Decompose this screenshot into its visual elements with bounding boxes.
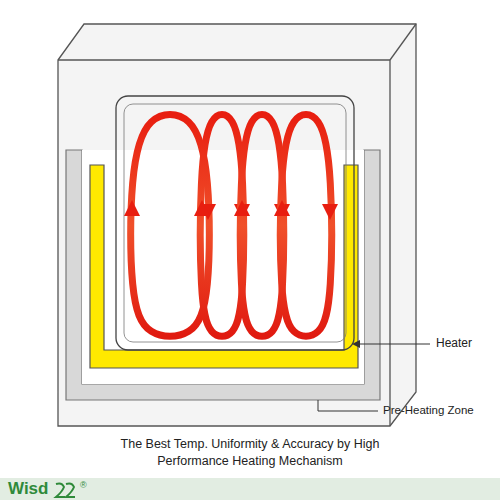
logo-mark: [56, 483, 75, 497]
flow-arrow: [234, 200, 250, 216]
air-flow: [124, 115, 338, 337]
part-label: Pre-Heating Zone: [383, 404, 474, 416]
logo-text: Wisd: [8, 479, 48, 499]
chamber-inner: [124, 104, 346, 342]
cabinet-edge: [58, 60, 390, 426]
flow-arrow: [274, 200, 290, 216]
leader-arrow: [352, 340, 360, 348]
logo-mark-symbol: ®: [80, 480, 87, 490]
flow-arrow: [322, 204, 338, 220]
flow-arrow: [194, 200, 210, 216]
caption: The Best Temp. Uniformity & Accuracy by …: [115, 436, 385, 470]
logo-bar: [0, 478, 500, 500]
chamber: [116, 96, 354, 350]
part-label: Heater: [436, 336, 472, 350]
cabinet-edge: [390, 24, 416, 60]
leader-line: [358, 344, 430, 345]
leader-line: [318, 400, 378, 411]
cabinet: [58, 24, 416, 426]
flow-loop: [280, 115, 331, 337]
flow-arrow: [124, 200, 140, 216]
